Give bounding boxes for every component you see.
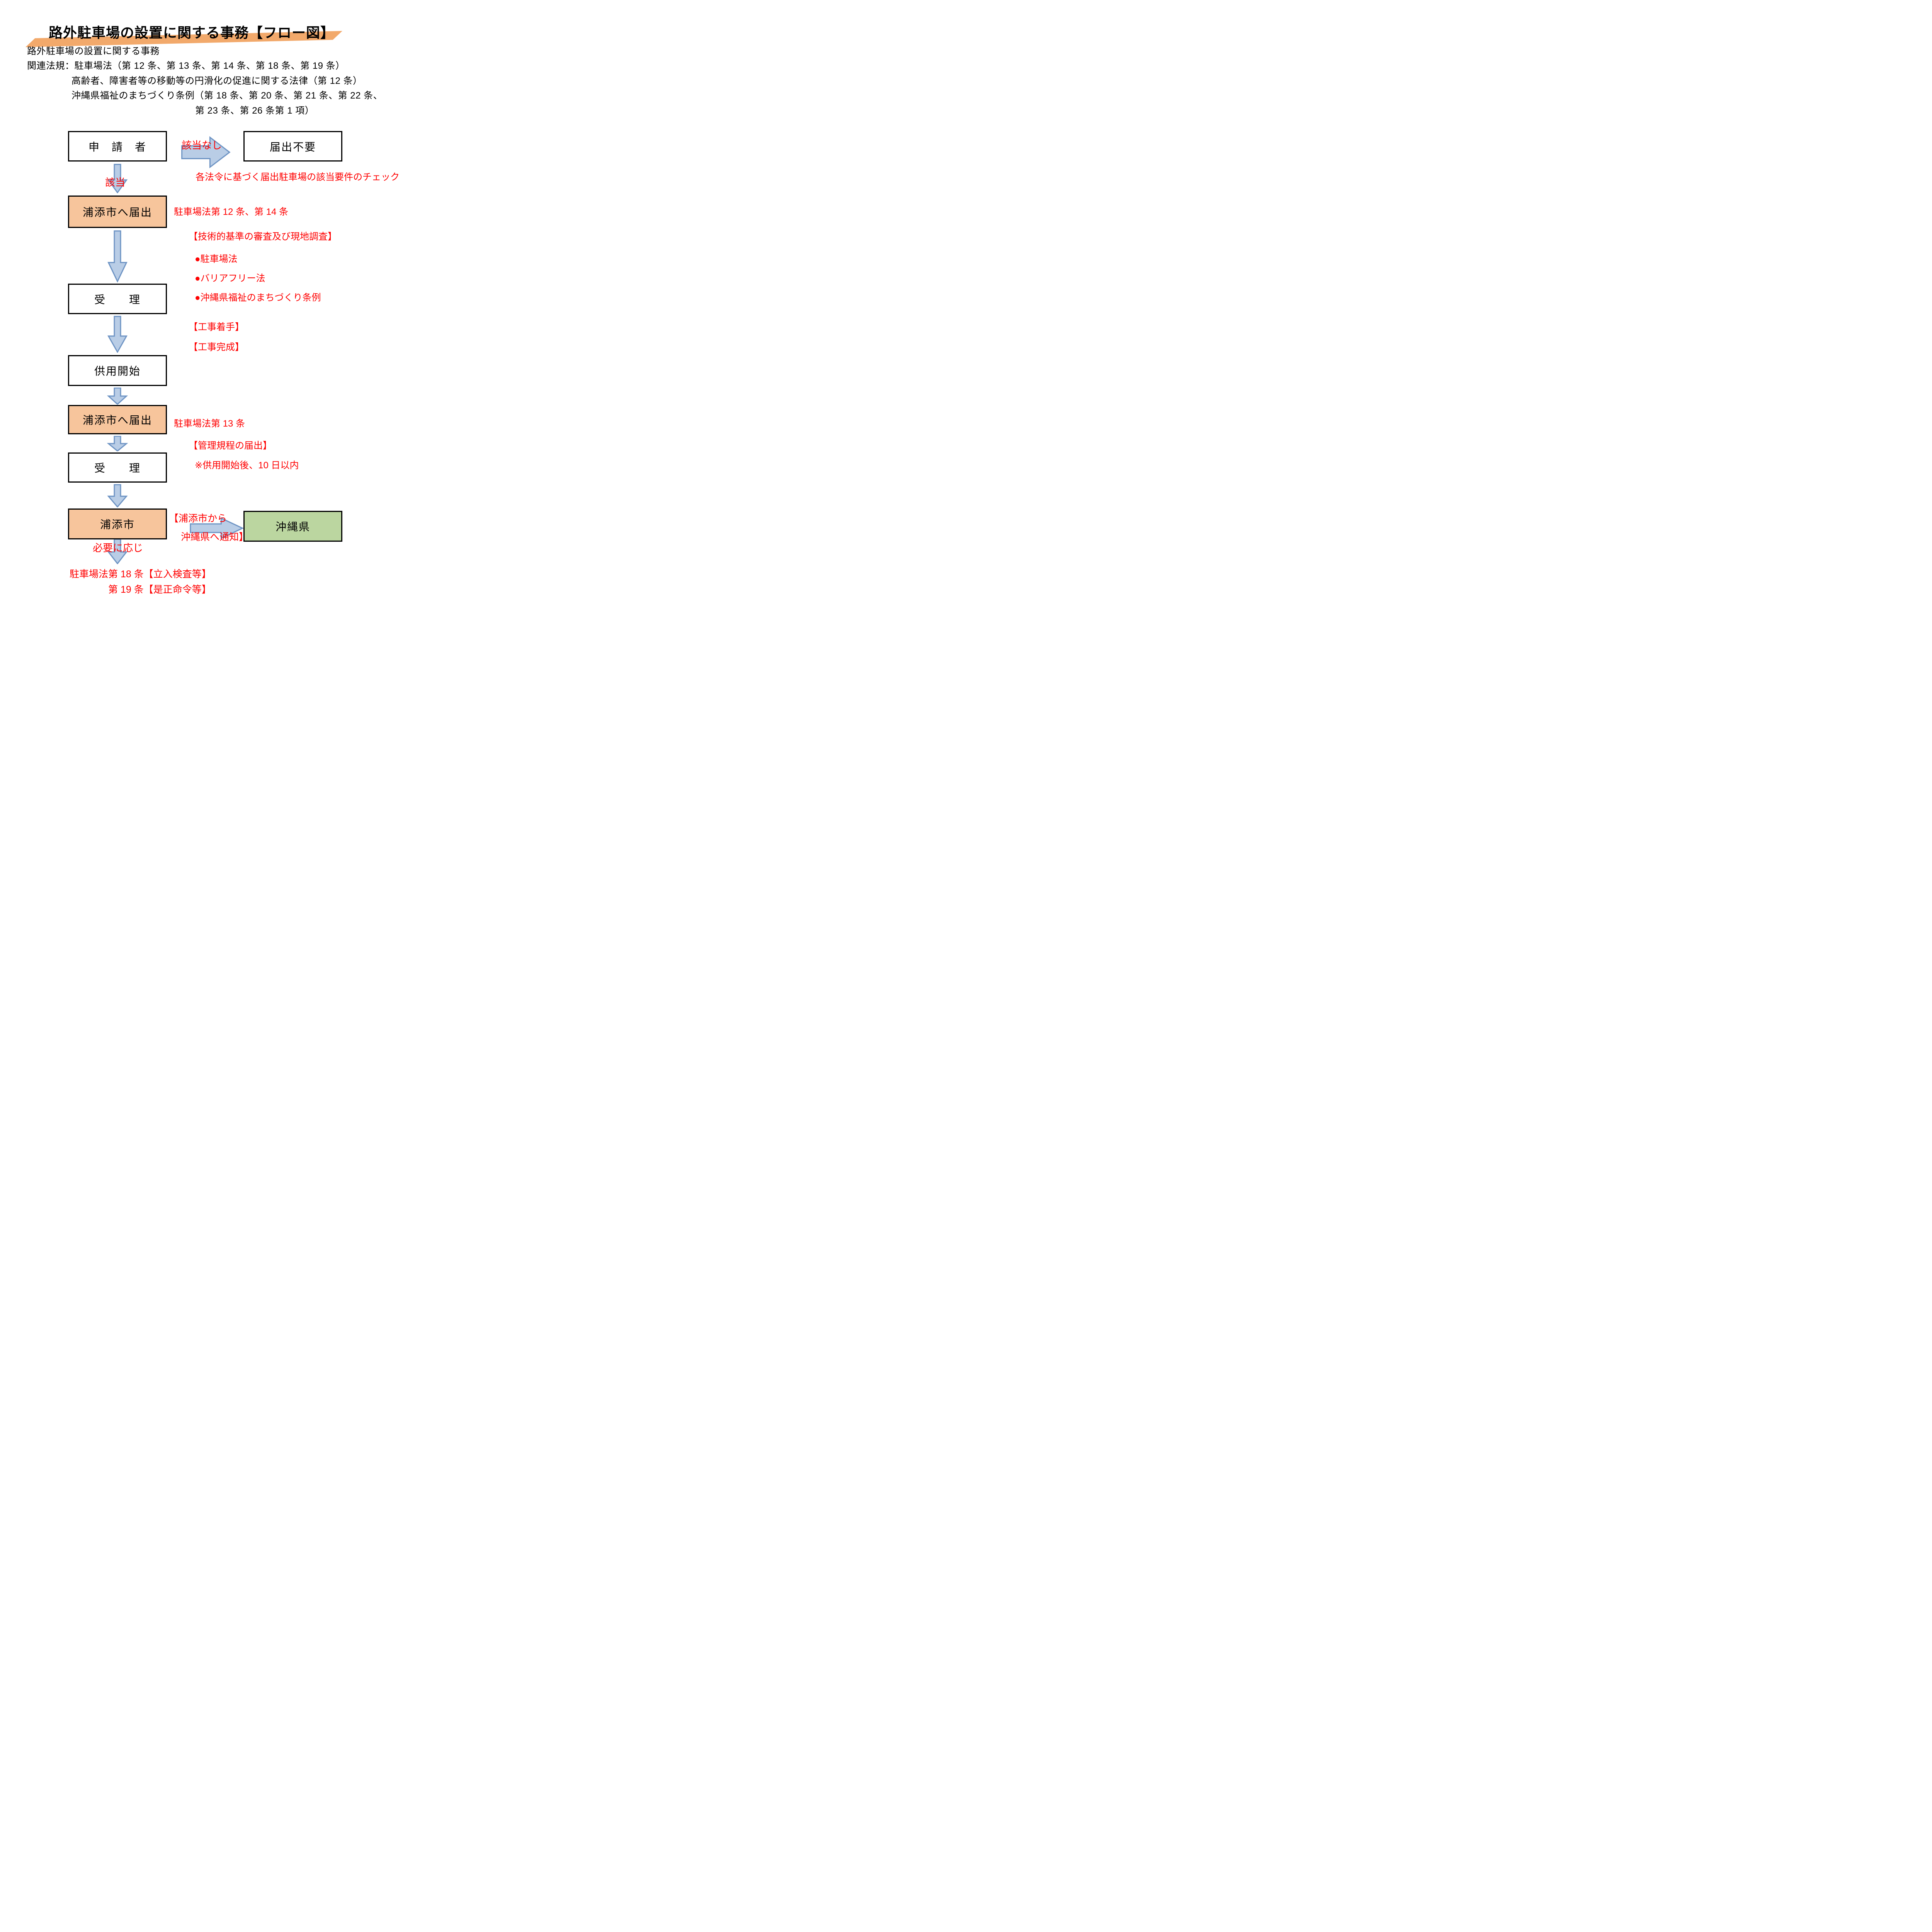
label-bullet-parking-law: ●駐車場法: [195, 254, 238, 264]
box-okinawa-pref: 沖縄県: [243, 511, 342, 542]
box-notify-urasoe-1: 浦添市へ届出: [68, 196, 167, 228]
arrow-down-7: [107, 539, 128, 564]
label-not-applicable: 該当なし: [182, 139, 222, 151]
label-law-19: 第 19 条【是正命令等】: [108, 584, 211, 595]
arrow-down-3: [107, 316, 128, 353]
label-bullet-okinawa-ordinance: ●沖縄県福祉のまちづくり条例: [195, 293, 321, 303]
label-within-10-days: ※供用開始後、10 日以内: [195, 460, 299, 471]
label-law-18: 駐車場法第 18 条【立入検査等】: [70, 569, 211, 580]
box-notify-urasoe-2: 浦添市へ届出: [68, 405, 167, 434]
flow-diagram-page: 路外駐車場の設置に関する事務【フロー図】 路外駐車場の設置に関する事務 関連法規…: [0, 0, 405, 605]
arrow-down-6: [107, 484, 128, 507]
arrow-down-4: [107, 388, 128, 405]
arrow-down-2: [107, 230, 128, 282]
box-applicant: 申 請 者: [68, 131, 167, 162]
label-technical-review: 【技術的基準の審査及び現地調査】: [189, 231, 337, 242]
arrow-down-5: [107, 436, 128, 451]
label-requirements-check: 各法令に基づく届出駐車場の該当要件のチェック: [196, 172, 400, 182]
arrow-down-1: [107, 164, 128, 193]
arrow-right-not-applicable: [181, 134, 231, 170]
label-management-rules: 【管理規程の届出】: [189, 440, 272, 451]
box-acceptance-2: 受 理: [68, 452, 167, 483]
label-from-urasoe: 【浦添市から: [169, 513, 227, 524]
label-to-okinawa: 沖縄県へ通知】: [181, 532, 249, 543]
related-laws-line-1: 関連法規：駐車場法（第 12 条、第 13 条、第 14 条、第 18 条、第 …: [27, 61, 345, 71]
related-laws-line-4: 第 23 条、第 26 条第 1 項）: [195, 105, 315, 116]
label-bullet-barrier-free: ●バリアフリー法: [195, 273, 265, 284]
box-no-notification: 届出不要: [243, 131, 342, 162]
label-as-needed: 必要に応じ: [93, 542, 143, 554]
label-law-13: 駐車場法第 13 条: [174, 418, 245, 429]
label-construction-complete: 【工事完成】: [189, 342, 244, 352]
label-law-12-14: 駐車場法第 12 条、第 14 条: [174, 207, 289, 217]
label-applicable: 該当: [105, 177, 126, 188]
page-title: 路外駐車場の設置に関する事務【フロー図】: [49, 25, 335, 41]
box-acceptance-1: 受 理: [68, 284, 167, 314]
subtitle: 路外駐車場の設置に関する事務: [27, 46, 160, 56]
related-laws-line-2: 高齢者、障害者等の移動等の円滑化の促進に関する法律（第 12 条）: [71, 76, 362, 86]
box-urasoe-city: 浦添市: [68, 509, 167, 539]
label-construction-start: 【工事着手】: [189, 322, 244, 332]
arrow-right-notify-okinawa: [189, 516, 244, 540]
box-service-start: 供用開始: [68, 355, 167, 386]
related-laws-line-3: 沖縄県福祉のまちづくり条例（第 18 条、第 20 条、第 21 条、第 22 …: [71, 90, 383, 101]
